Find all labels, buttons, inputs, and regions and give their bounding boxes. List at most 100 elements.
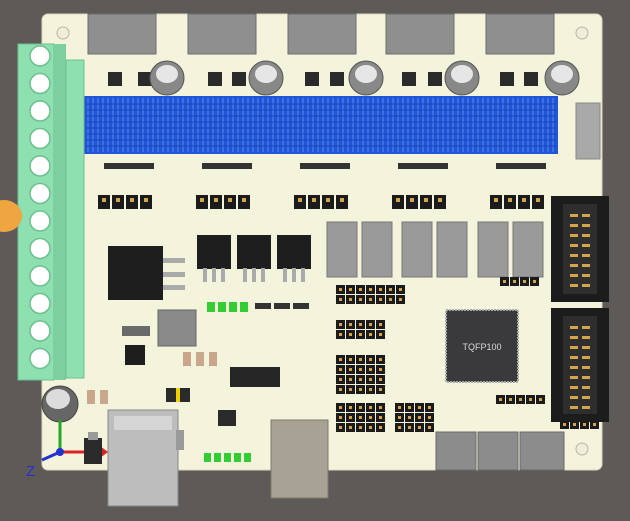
box-header-pin: [570, 264, 578, 267]
header-pin-gold: [379, 333, 382, 336]
header-pin-gold: [499, 398, 502, 401]
header-pin-gold: [349, 406, 352, 409]
header-pin-gold: [379, 323, 382, 326]
box-header-pin: [570, 396, 578, 399]
box-header-pin: [570, 224, 578, 227]
header-pin-gold: [359, 406, 362, 409]
header-pin-gold: [379, 406, 382, 409]
box-header-pin: [582, 386, 590, 389]
box-header-pin: [582, 214, 590, 217]
header-pin-gold: [359, 388, 362, 391]
header-pin-gold: [349, 323, 352, 326]
box-header-pin: [582, 356, 590, 359]
terminal-screw: [29, 210, 51, 232]
header-pin-gold: [359, 426, 362, 429]
header-pin-gold: [339, 368, 342, 371]
box-header-pin: [570, 244, 578, 247]
box-header-pin: [582, 396, 590, 399]
box-header-pin: [582, 346, 590, 349]
jumper-pin-gold: [312, 198, 316, 202]
header-pin-gold: [369, 298, 372, 301]
terminal-screw: [29, 100, 51, 122]
header-pin-gold: [339, 298, 342, 301]
header-pin-gold: [379, 416, 382, 419]
resistor-strips: [104, 163, 546, 169]
header-pin-gold: [529, 398, 532, 401]
jumper-pin-gold: [326, 198, 330, 202]
header-pin-gold: [339, 426, 342, 429]
header-pin-gold: [339, 288, 342, 291]
header-pin-gold: [339, 416, 342, 419]
header-pin-gold: [359, 288, 362, 291]
terminal-screw: [29, 347, 51, 370]
header-pin-gold: [583, 423, 586, 426]
terminal-screw: [29, 72, 51, 95]
header-pin-gold: [349, 358, 352, 361]
jumper-pin-gold: [116, 198, 120, 202]
header-pin-gold: [513, 280, 516, 283]
terminal-screw: [29, 155, 51, 177]
bottom-connectors: [435, 431, 565, 471]
jumper-pin-gold: [494, 198, 498, 202]
header-pin-gold: [339, 378, 342, 381]
sd-slot: [270, 419, 329, 499]
header-pin-gold: [539, 398, 542, 401]
mosfet-group: [108, 235, 311, 300]
terminal-screw: [29, 292, 51, 315]
box-header-pin: [570, 336, 578, 339]
orange-marker: [0, 200, 22, 232]
terminal-screw: [29, 320, 51, 342]
header-pin-gold: [339, 358, 342, 361]
terminal-screw: [29, 265, 51, 287]
box-header-pin: [582, 284, 590, 287]
box-header-pin: [570, 214, 578, 217]
capacitor-top: [46, 389, 70, 409]
inductor-row: [326, 221, 544, 278]
header-pin-gold: [369, 323, 372, 326]
box-header-pin: [582, 234, 590, 237]
header-pin-gold: [398, 426, 401, 429]
mcu-chip: TQFP100: [445, 309, 519, 383]
header-pin-gold: [359, 416, 362, 419]
header-pin-gold: [379, 288, 382, 291]
header-pin-gold: [369, 378, 372, 381]
box-header-pin: [582, 244, 590, 247]
jumper-pin-gold: [228, 198, 232, 202]
header-pin-gold: [369, 288, 372, 291]
regulator-chip: [157, 309, 197, 347]
header-pin-gold: [369, 388, 372, 391]
header-pin-gold: [359, 368, 362, 371]
box-header-pin: [582, 326, 590, 329]
box-header-pin: [582, 254, 590, 257]
header-pin-gold: [399, 298, 402, 301]
mcu-label: TQFP100: [462, 342, 501, 352]
header-pin-gold: [408, 426, 411, 429]
header-pin-gold: [369, 416, 372, 419]
header-pin-gold: [369, 333, 372, 336]
right-box-headers: [551, 196, 609, 422]
heatsink: [84, 96, 558, 154]
header-pin-gold: [379, 298, 382, 301]
jumper-header-row: [98, 195, 544, 209]
led-row: [207, 302, 309, 312]
header-pin-gold: [389, 298, 392, 301]
header-pin-gold: [369, 358, 372, 361]
jumper-pin-gold: [102, 198, 106, 202]
jumper-pin-gold: [508, 198, 512, 202]
small-ic: [125, 345, 145, 365]
header-pin-gold: [349, 416, 352, 419]
box-header-pin: [570, 376, 578, 379]
bottom-led-row: [204, 453, 251, 462]
header-pin-gold: [359, 323, 362, 326]
header-pin-gold: [349, 298, 352, 301]
header-pin-gold: [408, 416, 411, 419]
header-pin-gold: [339, 388, 342, 391]
jumper-pin-gold: [438, 198, 442, 202]
header-pin-gold: [573, 423, 576, 426]
jumper-pin-gold: [536, 198, 540, 202]
mounting-hole: [575, 26, 589, 40]
terminal-screw: [29, 127, 51, 150]
jumper-pin-gold: [144, 198, 148, 202]
